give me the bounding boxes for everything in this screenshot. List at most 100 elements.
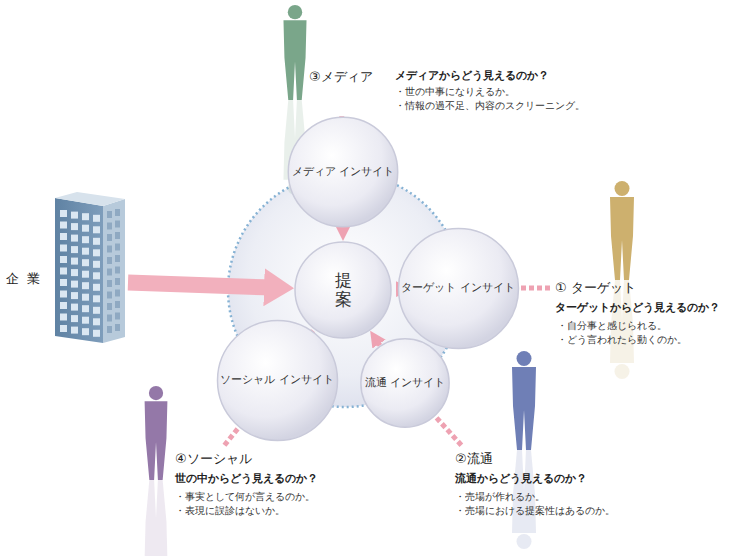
window xyxy=(107,246,112,253)
window xyxy=(71,212,78,219)
window xyxy=(107,303,112,310)
proposal-label: 提案 xyxy=(335,271,352,308)
insight-label: メディア インサイト xyxy=(292,165,395,179)
window xyxy=(107,269,112,276)
window xyxy=(60,245,67,252)
window xyxy=(82,271,89,278)
window xyxy=(115,209,120,216)
insight-arrow xyxy=(376,339,380,345)
viewpoint-question: ターゲットからどう見えるのか？ xyxy=(555,300,720,315)
window xyxy=(107,280,112,287)
viewpoint-node: ① ターゲットターゲットからどう見えるのか？ ・自分事と感じられる。・どう言われた… xyxy=(551,275,724,351)
proposal-circle: 提案 xyxy=(293,240,393,340)
bullet-point: ・売場が作れるか。 xyxy=(455,491,545,504)
window xyxy=(93,272,100,279)
viewpoint-node: ③メディア メディアからどう見えるのか？ ・世の中事になりえるか。・情報の過不足、内… xyxy=(305,62,589,117)
viewpoint-heading: ④ソーシャル xyxy=(175,450,252,468)
window xyxy=(115,267,120,274)
window xyxy=(60,222,67,229)
viewpoint-line xyxy=(519,286,550,291)
window xyxy=(82,305,89,312)
bullet-point: ・事実として何が言えるのか。 xyxy=(175,491,315,504)
window xyxy=(115,324,120,331)
window xyxy=(60,233,67,240)
window xyxy=(115,301,120,308)
window xyxy=(93,307,100,314)
bullet-point: ・どう言われたら動くのか。 xyxy=(557,334,687,347)
window xyxy=(82,248,89,255)
viewpoint-question: メディアからどう見えるのか？ xyxy=(395,68,549,83)
company-label: 企業 xyxy=(6,270,48,288)
window xyxy=(60,279,67,286)
window xyxy=(71,258,78,265)
window xyxy=(93,226,100,233)
window xyxy=(71,223,78,230)
insight-arrow xyxy=(341,228,346,231)
window xyxy=(115,313,120,320)
window xyxy=(82,225,89,232)
viewpoint-heading: ②流通 xyxy=(455,450,493,468)
window xyxy=(82,213,89,220)
person-figure xyxy=(512,351,536,549)
window xyxy=(60,210,67,217)
company-arrow xyxy=(128,283,274,288)
window xyxy=(115,232,120,239)
bullet-point: ・自分事と感じられる。 xyxy=(557,320,667,333)
window xyxy=(71,281,78,288)
window xyxy=(115,278,120,285)
company-node: 企業 xyxy=(2,192,127,344)
viewpoint-node: ④ソーシャル世の中からどう見えるのか？ ・事実として何が言えるのか。・表現に誤診は… xyxy=(171,446,322,522)
insight-label: 流通 インサイト xyxy=(365,376,446,390)
window xyxy=(82,328,89,335)
person-figure xyxy=(145,386,168,556)
window xyxy=(107,326,112,333)
insight-circle: メディア インサイト xyxy=(286,115,400,229)
window xyxy=(93,249,100,256)
bullet-point: ・情報の過不足、内容のスクリーニング。 xyxy=(395,100,585,113)
insight-circle: ソーシャル インサイト xyxy=(215,318,340,443)
viewpoint-node: ②流通流通からどう見えるのか？ ・売場が作れるか。・売場における提案性はあるのか。 xyxy=(451,446,619,522)
viewpoint-line xyxy=(224,427,238,445)
window xyxy=(93,261,100,268)
window xyxy=(115,290,120,297)
viewpoint-heading: ③メディア xyxy=(309,68,373,86)
window xyxy=(82,294,89,301)
building-icon xyxy=(55,192,125,343)
window xyxy=(93,215,100,222)
window xyxy=(107,292,112,299)
window xyxy=(60,256,67,263)
bullet-point: ・世の中事になりえるか。 xyxy=(395,86,515,99)
window xyxy=(71,292,78,299)
window xyxy=(71,327,78,334)
window xyxy=(93,295,100,302)
window xyxy=(107,257,112,264)
window xyxy=(107,211,112,218)
window xyxy=(71,304,78,311)
window xyxy=(82,259,89,266)
viewpoint-line xyxy=(435,416,461,445)
window xyxy=(93,318,100,325)
window xyxy=(82,282,89,289)
window xyxy=(60,325,67,332)
viewpoint-question: 世の中からどう見えるのか？ xyxy=(175,471,318,486)
window xyxy=(60,268,67,275)
window xyxy=(71,269,78,276)
window xyxy=(93,238,100,245)
bullet-point: ・表現に誤診はないか。 xyxy=(175,505,285,518)
window xyxy=(71,246,78,253)
window xyxy=(82,317,89,324)
viewpoint-question: 流通からどう見えるのか？ xyxy=(455,471,587,486)
insight-label: ターゲット インサイト xyxy=(401,281,515,295)
insight-label: ソーシャル インサイト xyxy=(220,373,334,387)
insight-circle: ターゲット インサイト xyxy=(396,226,521,351)
window xyxy=(82,236,89,243)
window xyxy=(107,315,112,322)
window xyxy=(60,291,67,298)
window xyxy=(71,315,78,322)
window xyxy=(115,255,120,262)
viewpoint-heading: ① ターゲット xyxy=(555,279,636,297)
window xyxy=(93,284,100,291)
bullet-point: ・売場における提案性はあるのか。 xyxy=(455,505,615,518)
window xyxy=(115,244,120,251)
window xyxy=(107,223,112,230)
